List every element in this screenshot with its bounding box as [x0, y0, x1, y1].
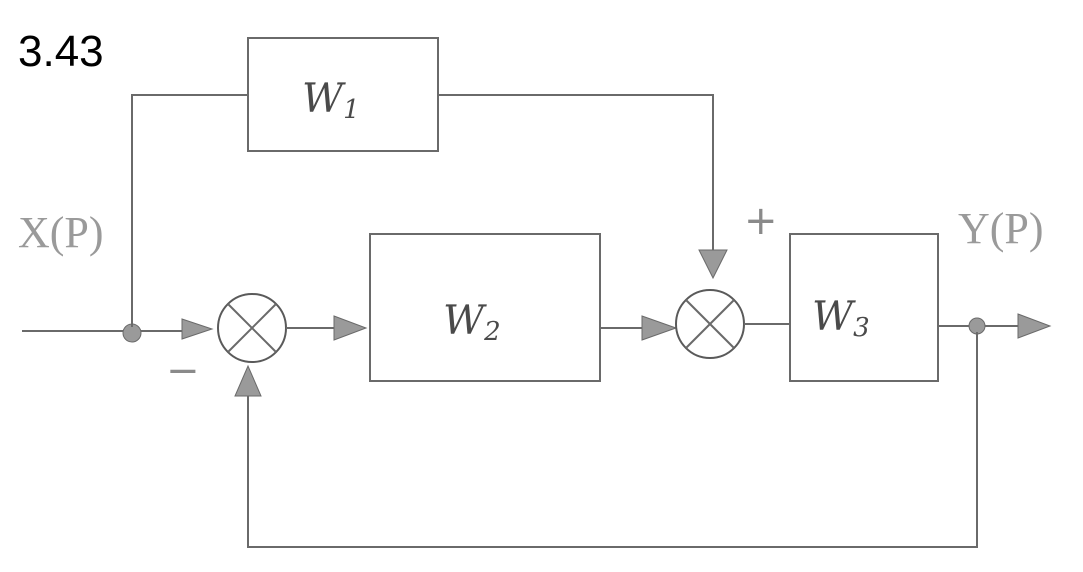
feedforward-line-from-w1 [438, 94, 714, 250]
output-arrow [1017, 313, 1052, 339]
output-signal-label: Y(P) [958, 204, 1044, 253]
block-w3 [789, 233, 939, 382]
output-branch-point [968, 317, 986, 335]
block-w1 [247, 37, 439, 152]
feedback-arrow [234, 364, 262, 397]
minus-sign: − [166, 348, 200, 394]
plus-sign: + [744, 198, 778, 244]
w2-to-sum2-arrow [641, 315, 678, 341]
sum1-to-w2-arrow [333, 315, 368, 341]
input-signal-label: X(P) [18, 208, 104, 257]
feedforward-line-to-w1 [131, 94, 248, 327]
block-w2 [369, 233, 601, 382]
feedback-line [247, 332, 978, 548]
summing-junction-2-cross-b [685, 299, 735, 349]
block-w2-label: W2 [443, 298, 501, 347]
problem-number: 3.43 [18, 27, 104, 76]
block-w1-label: W1 [302, 76, 360, 125]
block-w3-label: W3 [812, 294, 870, 343]
summing-junction-1-cross-b [227, 303, 277, 353]
w1-to-sum-arrow [698, 249, 728, 280]
input-arrow [181, 318, 214, 340]
